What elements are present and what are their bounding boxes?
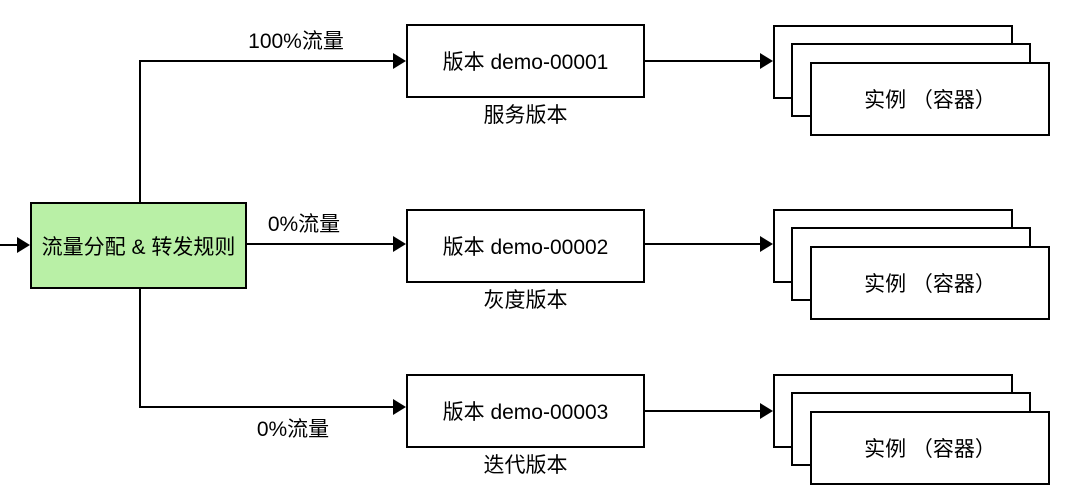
instances-arrowhead-icon-row1: [760, 53, 773, 69]
version-box-row1: 版本 demo-00001: [406, 24, 645, 98]
instance-stack-front-row2: 实例 （容器）: [810, 246, 1050, 320]
branch-edge-line-row3: [139, 406, 393, 408]
instance-label-row3: 实例 （容器）: [864, 438, 996, 461]
traffic-percent-label-row1: 100%流量: [248, 30, 344, 53]
instance-stack-front-row1: 实例 （容器）: [810, 62, 1050, 136]
instances-edge-line-row1: [645, 60, 761, 62]
branch-edge-line-row2: [247, 243, 393, 245]
traffic-percent-label-row2: 0%流量: [267, 213, 341, 236]
branch-edge-vertical-row3: [139, 289, 141, 408]
version-label-row1: 版本 demo-00001: [442, 51, 609, 74]
version-caption-row1: 服务版本: [483, 104, 568, 127]
branch-arrowhead-icon-row1: [393, 53, 406, 69]
traffic-percent-label-row3: 0%流量: [256, 418, 330, 441]
instance-label-row2: 实例 （容器）: [864, 273, 996, 296]
branch-edge-vertical-row1: [139, 60, 141, 202]
instances-arrowhead-icon-row2: [760, 236, 773, 252]
traffic-router-box: 流量分配 & 转发规则: [30, 202, 247, 289]
branch-arrowhead-icon-row2: [393, 236, 406, 252]
branch-edge-line-row1: [139, 60, 393, 62]
instances-arrowhead-icon-row3: [760, 403, 773, 419]
version-box-row2: 版本 demo-00002: [406, 209, 645, 283]
version-caption-row2: 灰度版本: [483, 289, 568, 312]
instance-stack-front-row3: 实例 （容器）: [810, 411, 1050, 485]
entry-arrowhead-icon: [17, 237, 30, 253]
version-caption-row3: 迭代版本: [483, 454, 568, 477]
instance-label-row1: 实例 （容器）: [864, 89, 996, 112]
entry-edge-line: [0, 244, 19, 246]
version-label-row3: 版本 demo-00003: [442, 401, 609, 424]
branch-arrowhead-icon-row3: [393, 399, 406, 415]
version-box-row3: 版本 demo-00003: [406, 374, 645, 448]
instances-edge-line-row3: [645, 410, 761, 412]
version-label-row2: 版本 demo-00002: [442, 236, 609, 259]
instances-edge-line-row2: [645, 243, 761, 245]
traffic-router-label: 流量分配 & 转发规则: [41, 235, 236, 259]
